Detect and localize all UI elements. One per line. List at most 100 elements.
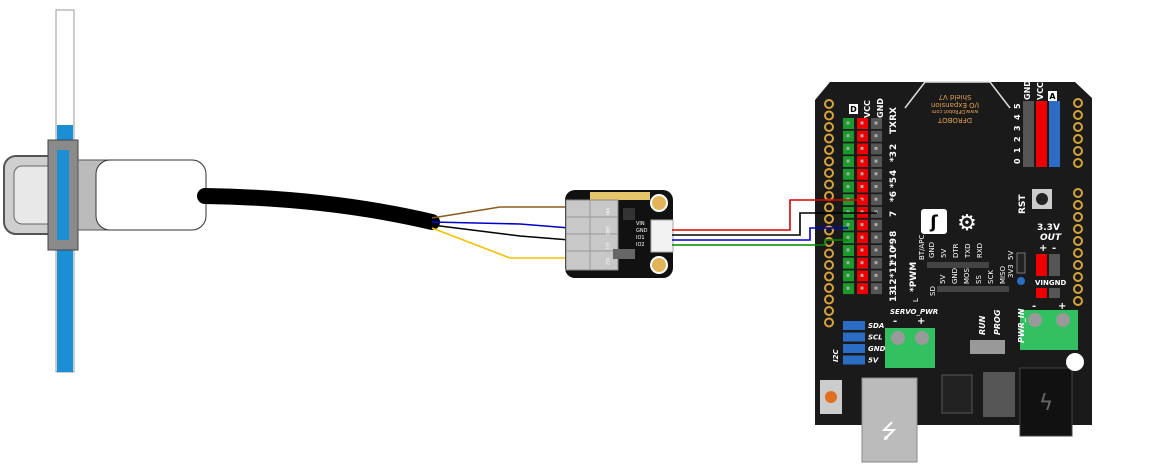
analog-pin [1023, 145, 1034, 156]
sd-pin-label: SCK [987, 270, 995, 284]
svg-text:⭍: ⭍ [881, 419, 898, 443]
header-pin [1073, 224, 1083, 234]
header-pin [824, 306, 834, 316]
digital-pin-label: *6 [889, 191, 899, 202]
header-pin [824, 99, 834, 109]
analog-pin [1049, 101, 1060, 112]
digital-pin-label: 12 [889, 278, 899, 291]
wire-black-2 [672, 212, 877, 236]
digital-pin-label: *11 [889, 261, 899, 278]
wire-red [672, 199, 862, 231]
run-label: RUN [978, 315, 987, 335]
header-pin [824, 145, 834, 155]
analog-pin [1036, 101, 1047, 112]
digital-pin-label: *9 [889, 238, 899, 249]
header-pin [824, 294, 834, 305]
servo-minus-label: - [893, 316, 897, 327]
wire-blue [431, 221, 571, 229]
header-pin [824, 214, 834, 224]
header-pin [824, 179, 834, 190]
bt-label: BT/APC [918, 235, 926, 260]
digital-pin-label: 4 [889, 170, 899, 176]
wire-brown [431, 206, 570, 219]
header-pin [1073, 110, 1083, 120]
sd-pin-label: GND [951, 268, 959, 284]
pwm-label: *PWM [909, 262, 919, 292]
wire-black [431, 224, 571, 241]
header-pin [824, 271, 834, 282]
analog-pin [1023, 123, 1034, 134]
gnd-label: GND [876, 98, 885, 118]
pwr-plus-label: + [1058, 301, 1066, 312]
sensor-wires [431, 206, 571, 259]
header-pin [824, 248, 834, 259]
analog-pin [1036, 112, 1047, 123]
analog-pin [1036, 145, 1047, 156]
header-pin [824, 202, 834, 213]
pwr-minus-label: - [1032, 301, 1036, 312]
terminal-label-gnd: GND [605, 226, 610, 235]
i2c-pin-label: SCL [868, 334, 883, 342]
analog-gnd-label: GND [1023, 80, 1032, 100]
header-pin [1073, 272, 1083, 282]
svg-text:ϟ: ϟ [1039, 391, 1054, 416]
header-pin [1073, 158, 1083, 168]
digital-pin-label: *10 [889, 247, 899, 264]
analog-label: A [1049, 92, 1056, 101]
analog-pin [1023, 134, 1034, 145]
vingnd-label: VINGND [1035, 279, 1066, 287]
module-pin-io1: IO1 [636, 235, 645, 241]
flow-sensor-clamp [3, 139, 207, 251]
shield-url: www.DFRobot.com [931, 108, 978, 114]
analog-pin [1036, 134, 1047, 145]
header-pin [1073, 188, 1083, 198]
header-pin [1073, 260, 1083, 270]
i2c-pin [843, 355, 865, 365]
analog-pin [1023, 112, 1034, 123]
digital-pin-label: 13 [889, 289, 899, 302]
sd-pin-label: SS [975, 275, 983, 284]
io-expansion-shield: Shield V7 I/O Expansion www.DFRobot.com … [815, 80, 1092, 463]
header-pin [824, 283, 834, 293]
digital-pin-label: *3 [889, 151, 899, 162]
wire-green-2 [672, 239, 848, 246]
i2c-pin-label: SDA [868, 322, 884, 330]
analog-pin-label: 1 [1013, 147, 1022, 153]
bt-pin-label: TXD [964, 244, 972, 259]
servo-plus-label: + [917, 316, 925, 327]
header-pin [1073, 284, 1083, 294]
header-pin [1073, 134, 1083, 144]
module-pin-gnd: GND [636, 228, 648, 234]
i2c-pin-label: 5V [868, 357, 879, 365]
header-pin [1073, 122, 1083, 132]
sensor-cable [197, 188, 440, 230]
sd-pin-label: MOSI [963, 266, 971, 284]
analog-pin [1049, 145, 1060, 156]
wire-yellow [431, 227, 570, 259]
shield-brand: DFROBOT [937, 116, 972, 124]
usb-connector [861, 377, 918, 463]
sensor-adapter-module: VIN GND IO1 IO2 VIN GND IO1 IO2 [565, 190, 674, 278]
header-pin [1073, 200, 1083, 210]
header-pin [1073, 296, 1083, 306]
prog-label: PROG [993, 309, 1002, 335]
wire-blue-2 [672, 227, 848, 241]
module-pin-vin: VIN [636, 221, 645, 227]
oshw-gear-icon: ⚙ [957, 211, 977, 236]
digital-pin-label: TXRX [889, 107, 899, 134]
analog-pin [1049, 156, 1060, 167]
board-wires [672, 199, 877, 246]
header-pin [1073, 146, 1083, 156]
header-pin [1073, 212, 1083, 222]
3v3-out-label-2: OUT [1040, 233, 1062, 243]
run-prog-switch[interactable] [970, 340, 1005, 354]
header-pin [1073, 98, 1083, 108]
bt-pin-label: DTR [952, 243, 960, 258]
shield-title-2: Shield V7 [939, 93, 972, 101]
pwr-in-label: PWR_IN [1017, 308, 1026, 343]
header-pin [824, 122, 834, 132]
header-pin [824, 225, 834, 236]
svg-text:ʃ: ʃ [929, 212, 938, 233]
shield-title-1: I/O Expansion [931, 101, 979, 109]
